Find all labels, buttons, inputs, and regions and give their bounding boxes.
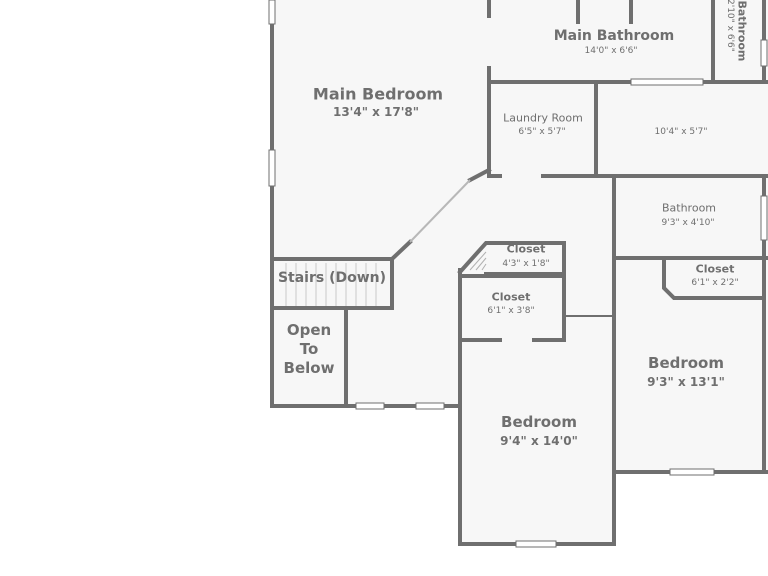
closet-hatch [469, 251, 487, 271]
unlabeled-room-dims: 10'4" x 5'7" [654, 127, 708, 137]
laundry-room-label: Laundry Room [503, 111, 583, 125]
angled-opening [409, 179, 471, 243]
closet-b-dims: 6'1" x 3'8" [487, 306, 535, 316]
main-bedroom-dims: 13'4" x 17'8" [332, 105, 420, 119]
closet-c-dims: 6'1" x 2'2" [691, 278, 739, 288]
closet-a-dims: 4'3" x 1'8" [502, 259, 550, 269]
bedroom-right-label: Bedroom [648, 354, 724, 372]
bathroom-top-label: Bathroom [735, 0, 749, 62]
windows [268, 0, 768, 548]
main-bathroom-dims: 14'0" x 6'6" [584, 46, 638, 56]
bedroom-left-dims: 9'4" x 14'0" [500, 434, 578, 448]
closet-c-label: Closet [695, 262, 735, 276]
bedroom-right-dims: 9'3" x 13'1" [647, 375, 725, 389]
stair-treads [285, 263, 377, 306]
bedroom-left-label: Bedroom [501, 413, 577, 431]
closet-b-label: Closet [491, 290, 531, 304]
open-to-below-label: Open To Below [276, 321, 342, 378]
bathroom-top-dims: 2'10" x 6'6" [725, 0, 735, 52]
stairs-label: Stairs (Down) [277, 270, 387, 286]
laundry-room-dims: 6'5" x 5'7" [518, 127, 566, 137]
closet-a-label: Closet [506, 242, 546, 256]
open-to-below-line3: Below [283, 359, 335, 377]
bathroom-dims: 9'3" x 4'10" [661, 218, 715, 228]
open-to-below-line2: To [299, 340, 319, 358]
floor-fill [272, 0, 768, 544]
main-bedroom-label: Main Bedroom [312, 84, 444, 104]
open-to-below-line1: Open [286, 321, 332, 339]
bathroom-label: Bathroom [661, 201, 717, 215]
main-bathroom-label: Main Bathroom [553, 28, 675, 44]
